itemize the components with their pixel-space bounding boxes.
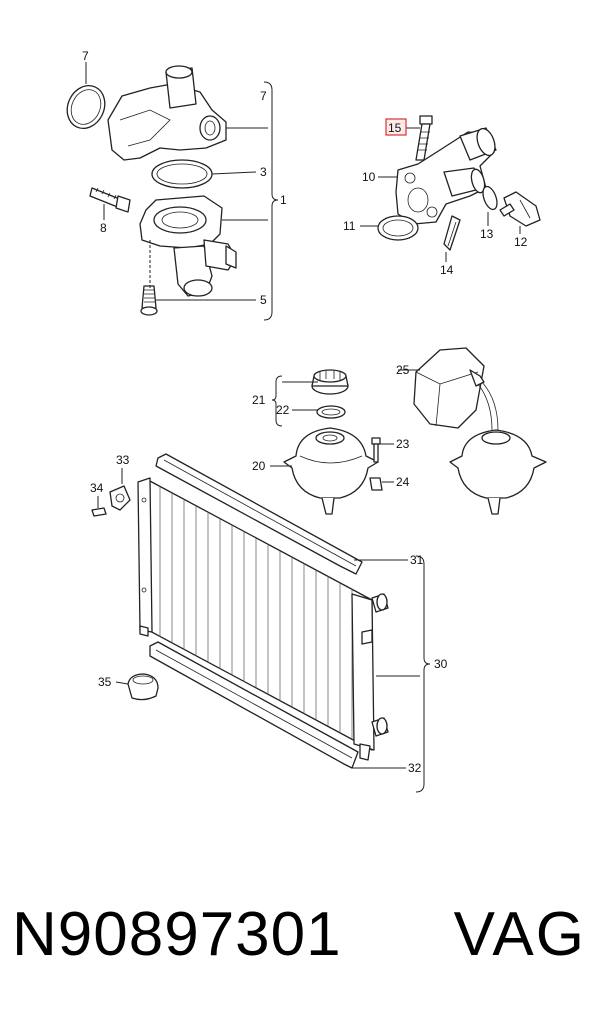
radiator-left-tank [137, 477, 153, 633]
part-number: N90897301 [12, 900, 342, 969]
callout-labels: 7 7 3 1 8 5 15 10 11 13 12 14 25 21 22 2… [82, 49, 528, 775]
callout-24: 24 [396, 475, 410, 489]
bolt-34 [91, 507, 107, 517]
seal-22 [316, 405, 346, 419]
callout-5: 5 [260, 293, 267, 307]
footer: N90897301 VAG [0, 880, 600, 990]
callout-8: 8 [100, 221, 107, 235]
callout-15: 15 [388, 121, 402, 135]
bolt-5 [141, 285, 157, 309]
callout-32: 32 [408, 761, 422, 775]
clip-24 [369, 477, 383, 491]
callout-20: 20 [252, 459, 266, 473]
callout-15-highlight [385, 118, 407, 136]
callout-7: 7 [82, 49, 89, 63]
callout-23: 23 [396, 437, 410, 451]
water-pump-assembly [66, 62, 279, 321]
bracket-30 [415, 555, 431, 793]
callout-34: 34 [90, 481, 104, 495]
callout-22: 22 [276, 403, 290, 417]
callout-10: 10 [362, 170, 376, 184]
callout-13: 13 [480, 227, 494, 241]
callout-7-right: 7 [260, 89, 267, 103]
callout-12: 12 [514, 235, 528, 249]
callout-33: 33 [116, 453, 130, 467]
callout-35: 35 [98, 675, 112, 689]
callout-31: 31 [410, 553, 424, 567]
bracket-1 [263, 81, 279, 321]
mount-33 [109, 485, 131, 511]
mount-35 [127, 673, 159, 701]
callout-11: 11 [343, 219, 356, 233]
callout-1: 1 [280, 193, 287, 207]
radiator-right-tank [351, 593, 375, 751]
bolt-15 [419, 115, 433, 125]
expansion-tank-assembly [270, 369, 394, 515]
callout-25: 25 [396, 363, 410, 377]
radiator-assembly [91, 453, 431, 793]
radiator-fins [159, 486, 365, 746]
callout-21: 21 [252, 393, 266, 407]
coolant-fill-illustration [398, 347, 547, 515]
callout-30: 30 [434, 657, 448, 671]
coolant-bottle-25 [413, 347, 485, 429]
brand-name: VAG [453, 900, 586, 969]
thermostat-housing-assembly [360, 115, 541, 262]
o-ring-7 [66, 85, 106, 129]
temp-sensor-12 [503, 191, 541, 227]
seal-ring-13 [482, 185, 498, 211]
parts-diagram: 7 7 3 1 8 5 15 10 11 13 12 14 25 21 22 2… [66, 49, 547, 793]
callout-3: 3 [260, 165, 267, 179]
bolt-23 [371, 437, 381, 445]
callout-14: 14 [440, 263, 454, 277]
